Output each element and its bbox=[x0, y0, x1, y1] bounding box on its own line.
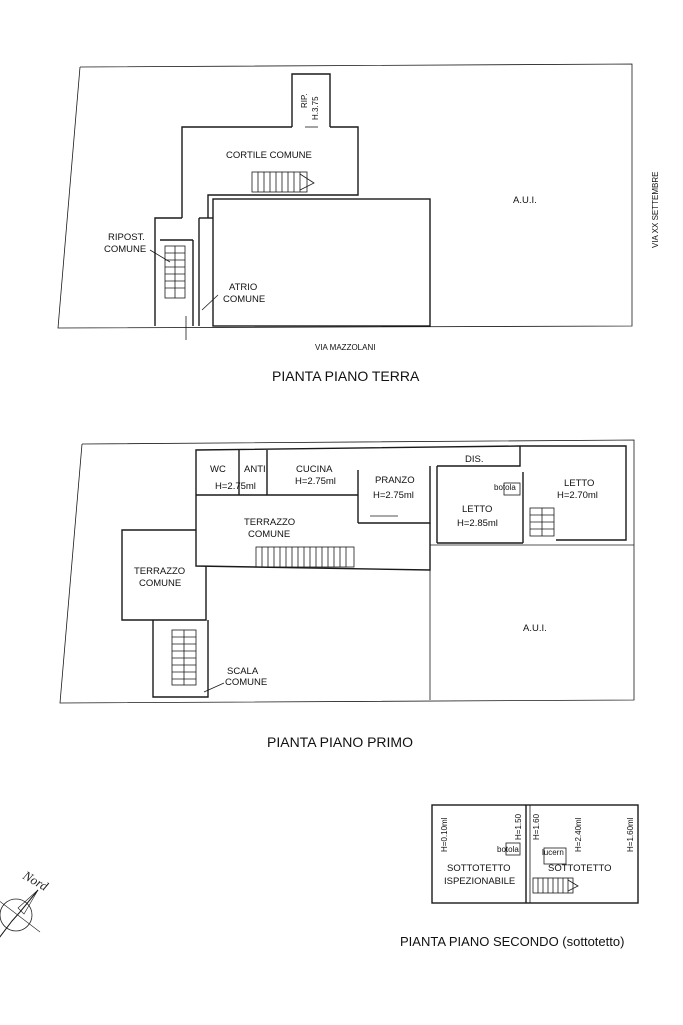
ground-floor-title: PIANTA PIANO TERRA bbox=[272, 368, 420, 384]
wc-label: WC bbox=[210, 464, 226, 475]
aui-first-label: A.U.I. bbox=[523, 623, 547, 634]
rip-walls bbox=[291, 73, 331, 127]
cortile-label: CORTILE COMUNE bbox=[226, 150, 312, 161]
letto2-walls bbox=[520, 445, 627, 541]
letto1-height-label: H=2.85ml bbox=[457, 518, 498, 529]
attic-h240-label: H=2.40ml bbox=[574, 817, 583, 852]
botola-attic bbox=[505, 842, 521, 856]
anti-label: ANTI bbox=[244, 464, 266, 475]
scala-leader bbox=[203, 682, 225, 693]
compass-arrow-icon bbox=[17, 889, 39, 915]
compass-circle bbox=[0, 898, 33, 932]
ripost-label-2: COMUNE bbox=[104, 244, 146, 255]
cucina-height-label: H=2.75ml bbox=[295, 476, 336, 487]
aui-ground-label: A.U.I. bbox=[513, 195, 537, 206]
terrazzo-west-label-1: TERRAZZO bbox=[134, 566, 185, 577]
letto2-label: LETTO bbox=[564, 478, 594, 489]
pranzo-height-label: H=2.75ml bbox=[373, 490, 414, 501]
letto2-stairs bbox=[529, 507, 555, 537]
terrazzo-central-label-1: TERRAZZO bbox=[244, 517, 295, 528]
ground-stairs bbox=[164, 245, 186, 299]
cortile-stairs bbox=[251, 171, 315, 193]
wc-height-label: H=2.75ml bbox=[215, 481, 256, 492]
cortile-walls-east bbox=[207, 126, 359, 218]
stairwell-walls bbox=[154, 217, 182, 326]
dis-walls bbox=[437, 446, 521, 467]
first-floor-plan: WC ANTI H=2.75ml CUCINA H=2.75ml PRANZO … bbox=[59, 439, 635, 750]
terrazzo-west-walls bbox=[121, 529, 207, 621]
second-floor-plan: H=0.10ml H=1.50 H=1.60 H=2.40ml H=1.60ml… bbox=[400, 804, 639, 949]
botola-first-label: botola bbox=[494, 483, 516, 492]
terrazzo-west-label-2: COMUNE bbox=[139, 578, 181, 589]
compass-needle-icon bbox=[0, 889, 39, 938]
pranzo-label: PRANZO bbox=[375, 475, 415, 486]
scala-label-1: SCALA bbox=[227, 666, 259, 677]
attic-h150-label: H=1.50 bbox=[514, 813, 523, 840]
atrio-label-1: ATRIO bbox=[229, 282, 257, 293]
lot-boundary-first bbox=[59, 439, 635, 704]
rip-label: RIP. bbox=[300, 93, 309, 108]
ripost-label-1: RIPOST. bbox=[108, 232, 145, 243]
terrazzo-central-label-2: COMUNE bbox=[248, 529, 290, 540]
attic-outline bbox=[431, 804, 639, 904]
botola-first bbox=[503, 482, 521, 496]
scala-walls bbox=[152, 620, 209, 698]
terrazzo-stairs bbox=[255, 546, 355, 568]
street-via-xx-settembre: VIA XX SETTEMBRE bbox=[651, 172, 660, 248]
attic-stairs bbox=[532, 877, 579, 894]
lot-boundary bbox=[57, 63, 633, 329]
ripost-leader bbox=[149, 249, 171, 263]
atrio-leader bbox=[201, 294, 219, 311]
attic-h010-label: H=0.10ml bbox=[440, 817, 449, 852]
attic-h160a-label: H=1.60 bbox=[532, 813, 541, 840]
rip-height-label: H.3.75 bbox=[311, 96, 320, 120]
wc-walls bbox=[195, 445, 521, 505]
compass-rose: Nord bbox=[0, 867, 52, 938]
sottotetto1-label-1: SOTTOTETTO bbox=[447, 863, 511, 874]
attic-botola-label: botola bbox=[497, 845, 519, 854]
compass-label: Nord bbox=[20, 867, 52, 894]
cortile-walls bbox=[181, 126, 292, 218]
first-stairs bbox=[171, 629, 197, 686]
lucernario-attic bbox=[543, 847, 567, 865]
second-floor-title: PIANTA PIANO SECONDO (sottotetto) bbox=[400, 934, 624, 949]
letto2-height-label: H=2.70ml bbox=[557, 490, 598, 501]
cucina-label: CUCINA bbox=[296, 464, 333, 475]
first-floor-title: PIANTA PIANO PRIMO bbox=[267, 734, 413, 750]
letto1-label: LETTO bbox=[462, 504, 492, 515]
ground-floor-plan: RIP. H.3.75 CORTILE COMUNE A.U.I. RIPOST… bbox=[57, 63, 660, 384]
sottotetto2-label: SOTTOTETTO bbox=[548, 863, 612, 874]
atrio-label-2: COMUNE bbox=[223, 294, 265, 305]
central-block bbox=[212, 198, 431, 327]
attic-h160b-label: H=1.60ml bbox=[626, 817, 635, 852]
scala-label-2: COMUNE bbox=[225, 677, 267, 688]
attic-lucern-label: lucern bbox=[542, 848, 564, 857]
sottotetto1-label-2: ISPEZIONABILE bbox=[444, 876, 515, 887]
terrazzo-central-walls bbox=[195, 505, 431, 571]
dis-label: DIS. bbox=[465, 454, 483, 465]
street-via-mazzolani: VIA MAZZOLANI bbox=[315, 343, 375, 352]
compass-cross bbox=[0, 901, 41, 933]
